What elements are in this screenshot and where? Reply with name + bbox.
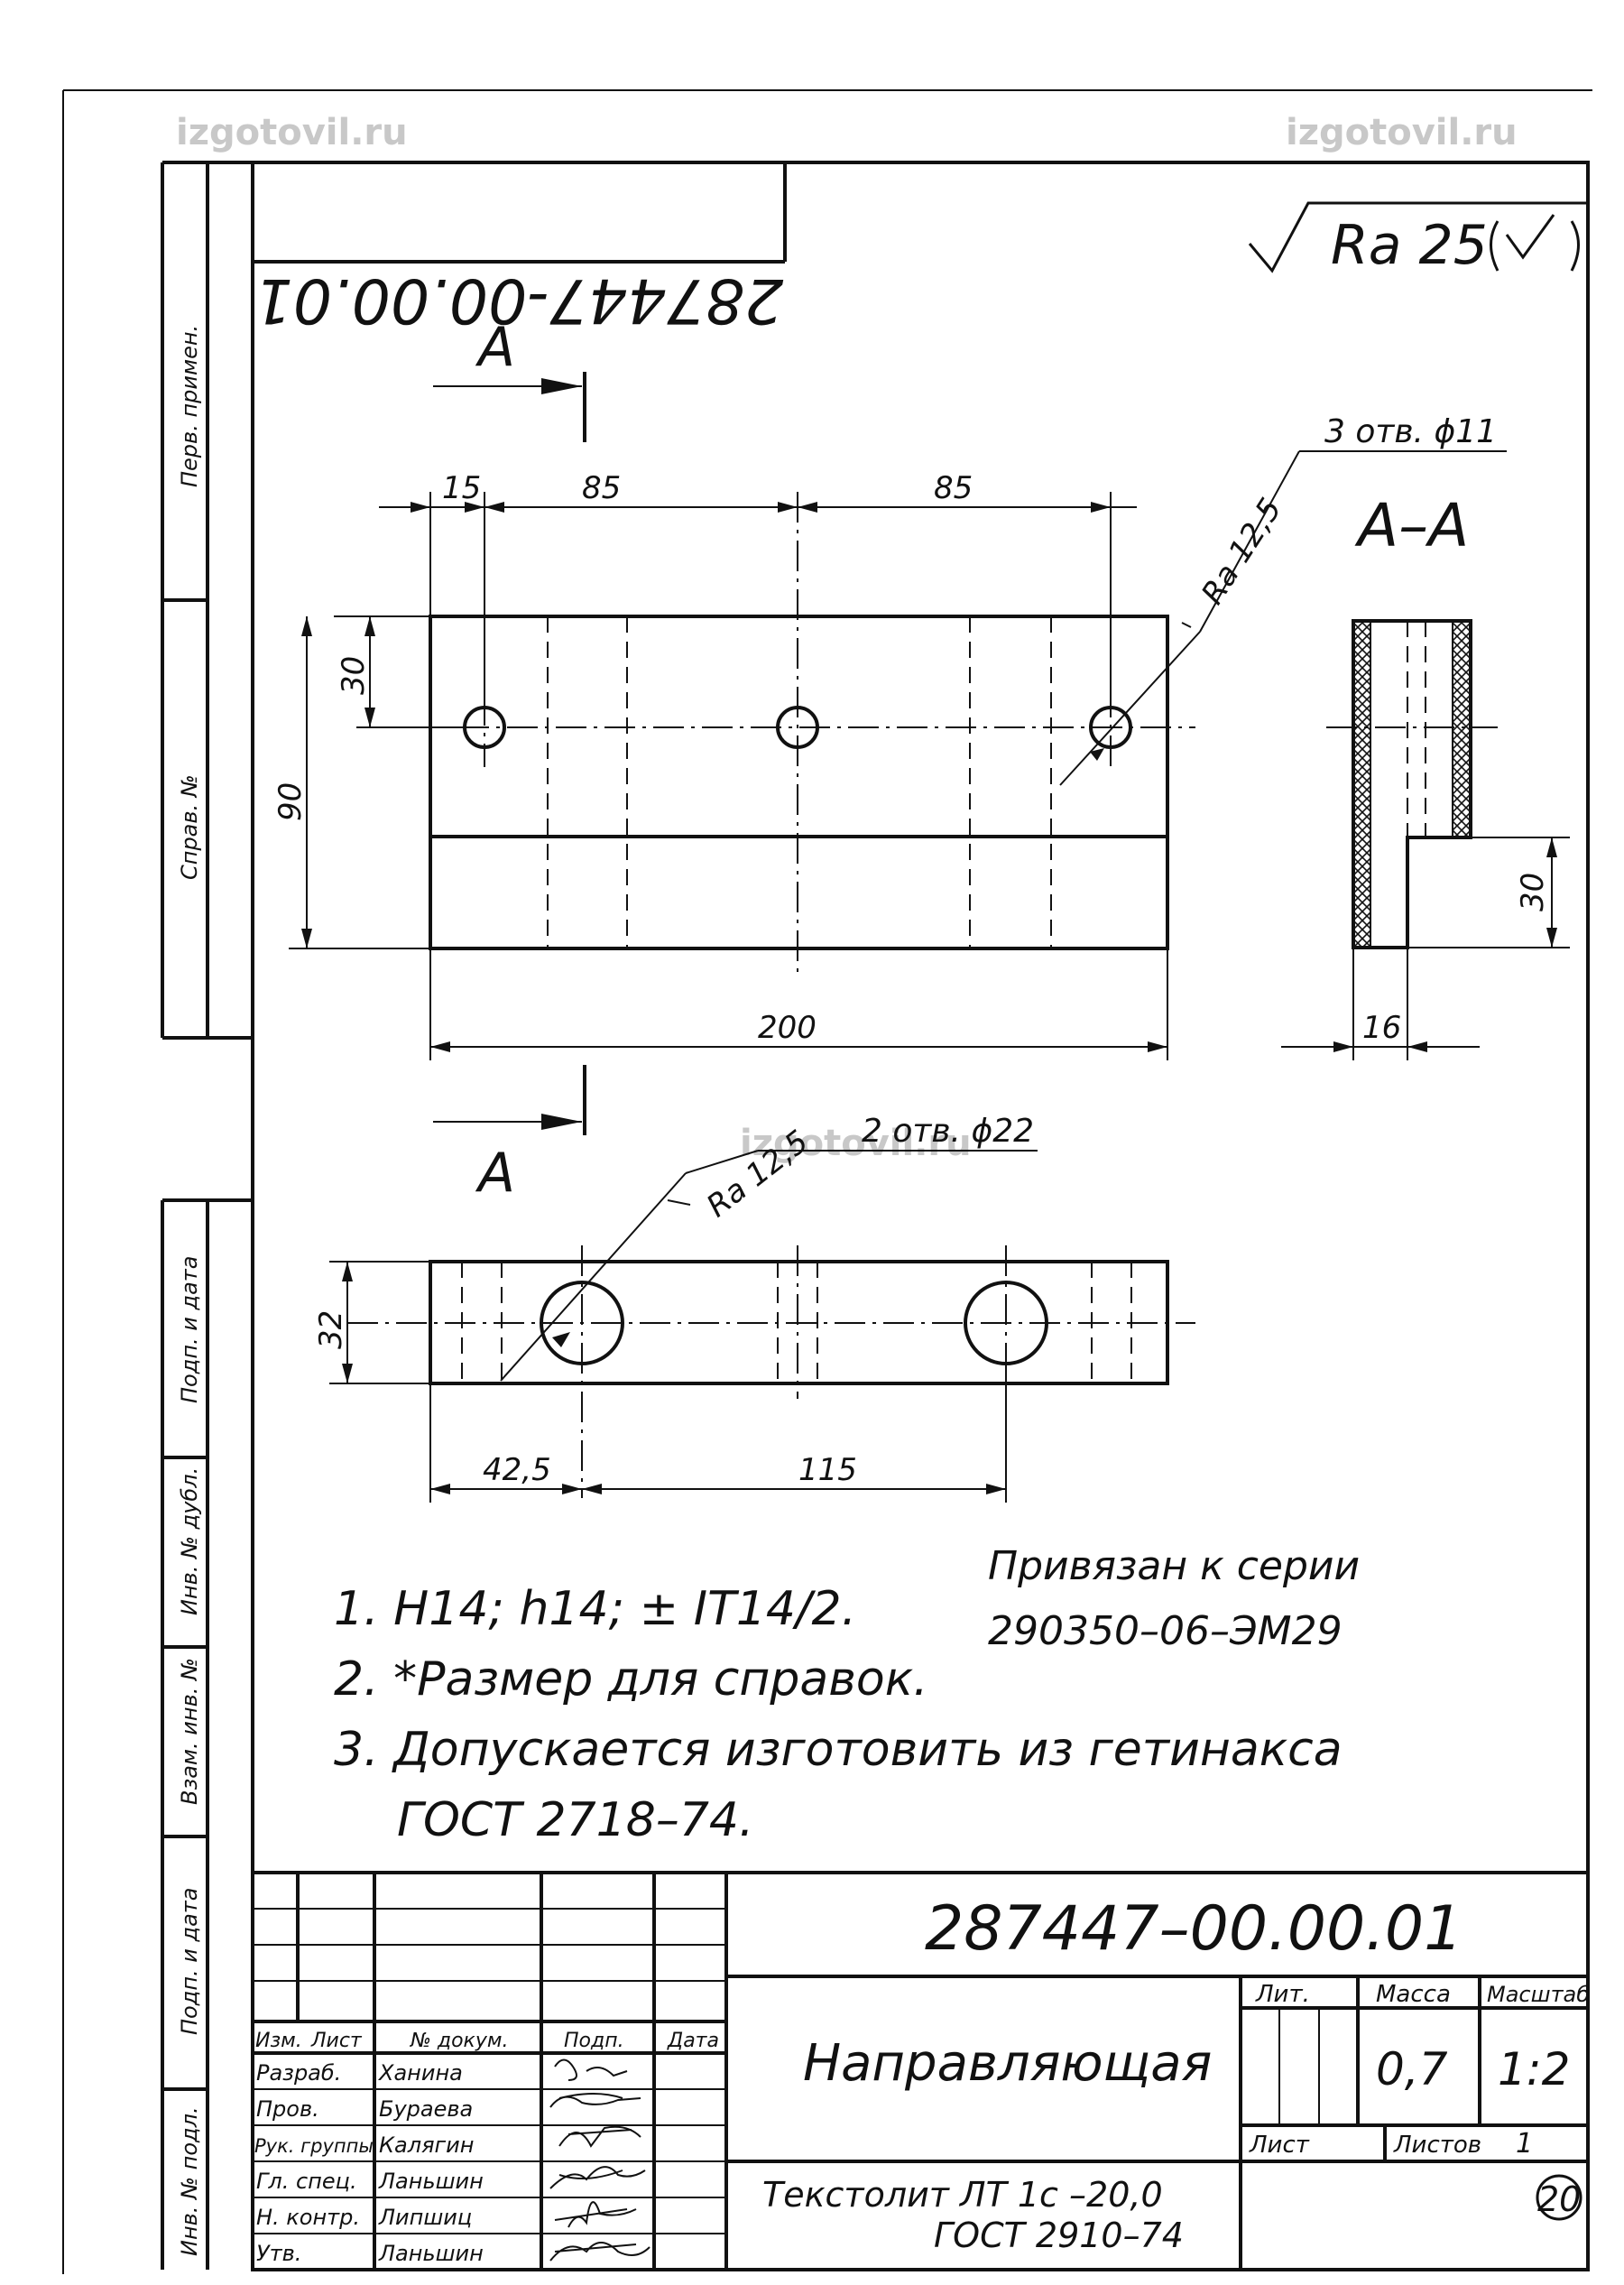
side-label-podp2: Подп. и дата — [177, 1888, 202, 2036]
note-1: 1. H14; h14; ± IT14/2. — [334, 1582, 856, 1636]
section-marker-top: A — [475, 316, 515, 379]
masshtab-label: Масштаб — [1487, 1982, 1590, 2007]
material-line-1: Текстолит ЛТ 1с –20,0 — [762, 2175, 1163, 2215]
side-label-sprav: Справ. № — [177, 774, 202, 880]
hdr-podp: Подп. — [564, 2030, 624, 2052]
role-3: Гл. спец. — [256, 2169, 357, 2194]
front-view: 15 85 85 30 90 200 3 отв. ϕ11 Ra 12,5 A — [272, 316, 1507, 1060]
dim-200: 200 — [758, 1010, 817, 1046]
massa-label: Масса — [1376, 1981, 1451, 2008]
side-label-perv: Перв. примен. — [177, 325, 202, 487]
side-strip: Перв. примен. Справ. № Подп. и дата Инв.… — [161, 162, 253, 2270]
drawing-number-mirrored: 287447-00.00.01 — [254, 264, 784, 336]
role-0: Разраб. — [256, 2060, 341, 2086]
role-4: Н. контр. — [256, 2205, 360, 2230]
listov-value: 1 — [1516, 2128, 1533, 2160]
dim-32: 32 — [313, 1310, 349, 1349]
general-roughness: Ra 25 — [1248, 201, 1588, 277]
dim-85a: 85 — [582, 470, 621, 506]
dim-85b: 85 — [934, 470, 973, 506]
person-0: Ханина — [377, 2060, 463, 2086]
lit-label: Лит. — [1255, 1981, 1310, 2008]
holes-large-label: 2 отв. ϕ22 — [862, 1113, 1034, 1150]
person-2: Калягин — [379, 2132, 474, 2158]
series-note-1: Привязан к серии — [988, 1543, 1360, 1589]
sheet-format: 20 — [1537, 2179, 1581, 2219]
dim-30-side: 30 — [1515, 873, 1551, 911]
hdr-data: Дата — [667, 2030, 719, 2052]
material-line-2: ГОСТ 2910–74 — [934, 2216, 1184, 2255]
role-5: Утв. — [256, 2241, 301, 2266]
dim-90: 90 — [272, 782, 309, 821]
mirrored-number-box: 287447-00.00.01 — [253, 162, 787, 336]
person-3: Ланьшин — [378, 2169, 484, 2194]
side-label-inv-dubl: Инв. № дубл. — [177, 1467, 202, 1615]
part-name: Направляющая — [803, 2034, 1212, 2093]
dim-16: 16 — [1362, 1010, 1401, 1046]
section-marker-bottom: A — [475, 1142, 515, 1205]
section-title: A–A — [1354, 491, 1469, 560]
notes-block: 1. H14; h14; ± IT14/2. 2. *Размер для сп… — [334, 1543, 1360, 1847]
hdr-doc: № докум. — [410, 2030, 508, 2052]
side-label-vzam: Взам. инв. № — [177, 1658, 202, 1805]
watermark-text: izgotovil.ru — [740, 1123, 972, 1164]
role-2: Рук. группы — [254, 2135, 374, 2157]
massa-value: 0,7 — [1376, 2043, 1448, 2095]
dim-15: 15 — [442, 470, 481, 506]
listov-label: Листов — [1393, 2132, 1481, 2159]
role-1: Пров. — [256, 2096, 319, 2122]
list-label: Лист — [1249, 2132, 1310, 2159]
holes-small-label: 3 отв. ϕ11 — [1324, 413, 1497, 450]
side-label-inv-podl: Инв. № подл. — [177, 2106, 202, 2256]
masshtab-value: 1:2 — [1498, 2043, 1570, 2095]
dim-30: 30 — [336, 656, 372, 695]
note-2: 2. *Размер для справок. — [334, 1652, 928, 1707]
hdr-list: Лист — [310, 2030, 363, 2052]
series-note-2: 290350–06–ЭМ29 — [988, 1608, 1343, 1654]
note-3: 3. Допускается изготовить из гетинакса — [334, 1723, 1343, 1777]
section-view: A–A 30 16 — [1281, 491, 1570, 1060]
watermark-group: izgotovil.ru izgotovil.ru izgotovil.ru — [176, 112, 1518, 1164]
dim-42-5: 42,5 — [483, 1452, 551, 1488]
side-label-podp1: Подп. и дата — [177, 1256, 202, 1404]
person-4: Липшиц — [378, 2205, 472, 2230]
title-drawing-number: 287447–00.00.01 — [925, 1893, 1463, 1965]
signatures — [549, 2058, 651, 2262]
roughness-general: Ra 25 — [1331, 214, 1488, 277]
title-block: Изм. Лист № докум. Подп. Дата Разраб. Ха… — [251, 1871, 1590, 2271]
roughness-holes-small: Ra 12,5 — [1195, 492, 1289, 611]
note-3-cont: ГОСТ 2718–74. — [397, 1793, 754, 1847]
person-5: Ланьшин — [378, 2241, 484, 2266]
watermark-text: izgotovil.ru — [176, 112, 408, 153]
dim-115: 115 — [798, 1452, 857, 1488]
person-1: Бураева — [379, 2096, 473, 2122]
watermark-text: izgotovil.ru — [1286, 112, 1518, 153]
hdr-izm: Изм. — [255, 2030, 302, 2052]
